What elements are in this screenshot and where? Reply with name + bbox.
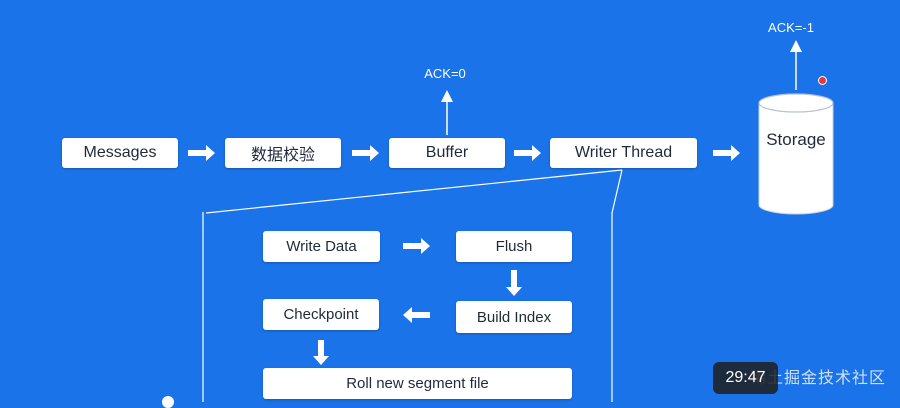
arrow-flush-to-index: [506, 270, 522, 296]
validate-box: 数据校验: [225, 138, 341, 168]
cursor-dot: [162, 396, 174, 408]
expand-line-right: [611, 169, 623, 214]
ack-buffer-label: ACK=0: [424, 66, 466, 81]
red-dot-marker: [818, 76, 827, 85]
writer-thread-label: Writer Thread: [574, 144, 673, 161]
validate-label: 数据校验: [250, 147, 315, 164]
checkpoint-box: Checkpoint: [263, 299, 379, 330]
flush-label: Flush: [495, 238, 533, 255]
arrow-write-to-flush: [403, 238, 430, 254]
arrow-buffer-to-writer: [514, 145, 541, 161]
buffer-box: Buffer: [389, 138, 505, 168]
arrow-validate-to-buffer: [352, 145, 379, 161]
write-data-box: Write Data: [263, 231, 380, 262]
video-timestamp: 29:47: [725, 369, 766, 386]
roll-segment-label: Roll new segment file: [346, 375, 489, 392]
messages-box: Messages: [62, 138, 178, 168]
video-timestamp-badge: 29:47: [713, 362, 778, 394]
checkpoint-label: Checkpoint: [283, 306, 359, 323]
write-data-label: Write Data: [286, 238, 357, 255]
arrow-checkpoint-to-roll: [313, 340, 329, 365]
flow-arrows-detail: [313, 238, 522, 365]
flush-box: Flush: [456, 231, 572, 262]
roll-segment-box: Roll new segment file: [263, 368, 572, 399]
storage-cylinder: [758, 93, 834, 215]
build-index-box: Build Index: [456, 301, 572, 333]
flow-arrows-main: [188, 145, 740, 161]
buffer-label: Buffer: [425, 144, 469, 161]
arrow-messages-to-validate: [188, 145, 215, 161]
expand-line-left: [205, 169, 623, 214]
build-index-label: Build Index: [476, 308, 552, 326]
arrow-index-to-checkpoint: [403, 307, 430, 323]
writer-thread-box: Writer Thread: [550, 138, 697, 168]
ack-storage-label: ACK=-1: [768, 20, 814, 35]
arrow-writer-to-storage: [713, 145, 740, 161]
storage-label: Storage: [766, 130, 826, 149]
messages-label: Messages: [83, 144, 157, 161]
watermark-text: 稀土掘金技术社区: [750, 370, 887, 387]
